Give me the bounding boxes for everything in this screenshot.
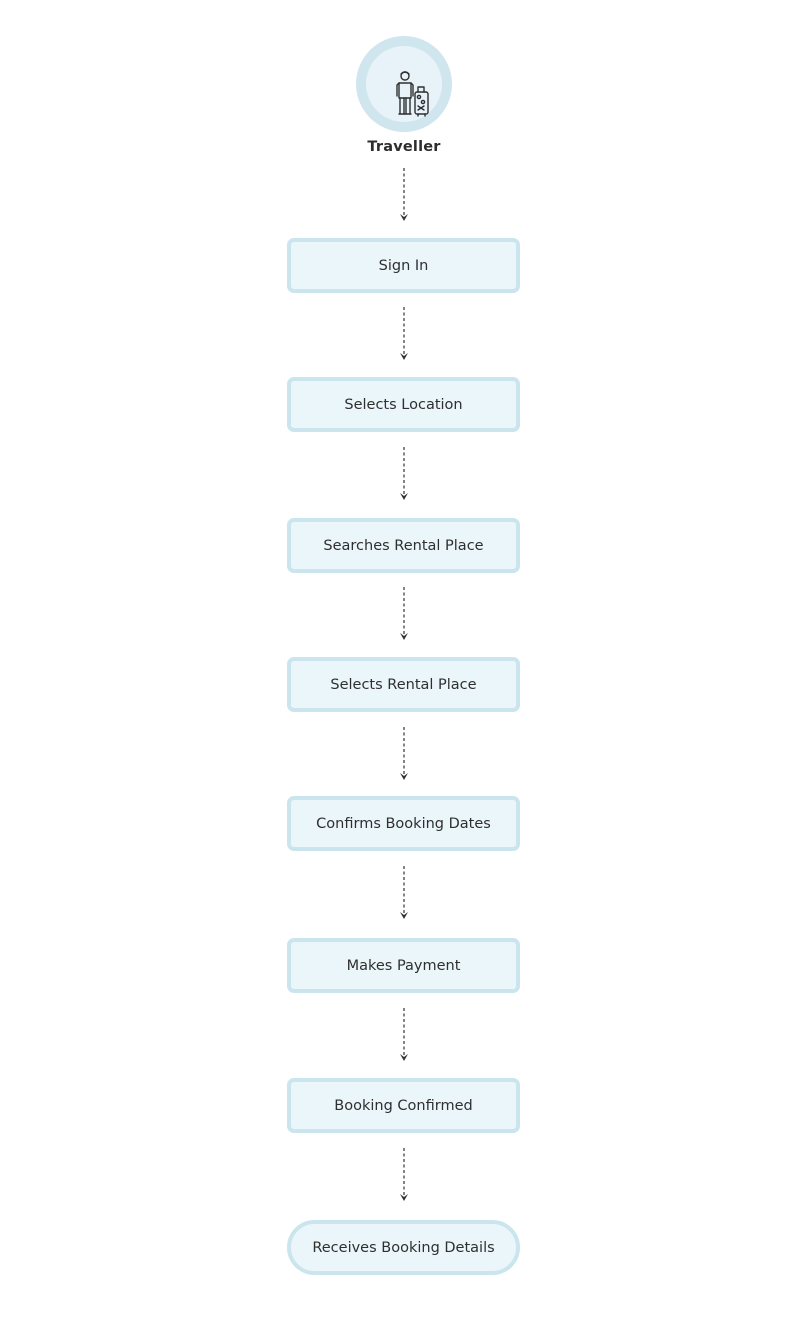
step-label: Makes Payment — [346, 957, 461, 974]
step-label: Searches Rental Place — [323, 537, 484, 554]
step-label: Booking Confirmed — [334, 1097, 473, 1114]
step-label: Receives Booking Details — [312, 1239, 495, 1256]
connector-arrow — [400, 307, 408, 360]
connector-arrow — [400, 727, 408, 780]
step-label: Confirms Booking Dates — [316, 815, 491, 832]
step-box: Searches Rental Place — [287, 518, 520, 573]
connector-arrow — [400, 587, 408, 640]
connector-arrow — [400, 447, 408, 500]
actor-node-inner — [366, 46, 442, 122]
connector-arrow — [400, 866, 408, 919]
step-label: Selects Location — [344, 396, 463, 413]
step-label: Selects Rental Place — [330, 676, 477, 693]
connector-arrow — [400, 168, 408, 221]
actor-node — [356, 36, 452, 132]
actor-label: Traveller — [367, 139, 441, 155]
step-box: Booking Confirmed — [287, 1078, 520, 1133]
step-label: Sign In — [378, 257, 429, 274]
traveller-with-luggage-icon — [396, 71, 429, 117]
connector-arrow — [400, 1008, 408, 1061]
step-box: Selects Rental Place — [287, 657, 520, 712]
connector-arrow — [400, 1148, 408, 1201]
step-box: Confirms Booking Dates — [287, 796, 520, 851]
step-box: Makes Payment — [287, 938, 520, 993]
step-box: Sign In — [287, 238, 520, 293]
terminal-step-box: Receives Booking Details — [287, 1220, 520, 1275]
step-box: Selects Location — [287, 377, 520, 432]
